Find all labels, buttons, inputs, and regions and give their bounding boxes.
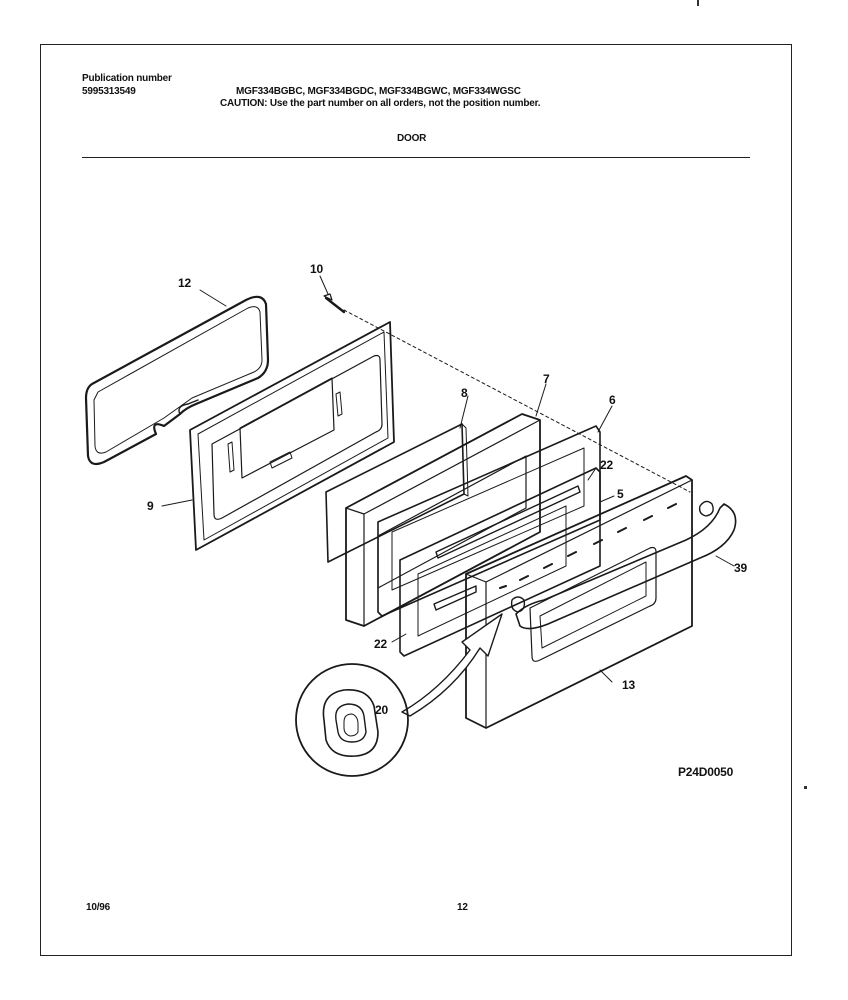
callout-9: 9: [147, 499, 154, 513]
callout-10: 10: [310, 262, 323, 276]
page-number: 12: [457, 902, 468, 913]
alignment-line: [343, 309, 691, 493]
part-12-door-gasket: [84, 295, 270, 466]
callout-leaders: [161, 275, 735, 683]
part-8-insulation: [325, 423, 469, 563]
callout-5: 5: [617, 487, 624, 501]
callout-39: 39: [734, 561, 747, 575]
part-10-screw: [323, 293, 346, 314]
caution-note: CAUTION: Use the part number on all orde…: [220, 98, 541, 109]
detail-arrow: [401, 613, 503, 717]
callout-8: 8: [461, 386, 468, 400]
part-13-outer-door: [465, 475, 693, 729]
page-frame: [40, 44, 792, 956]
part-22-trim-strips: [433, 485, 581, 611]
diagram-code: P24D0050: [678, 765, 734, 779]
scan-mark: [697, 0, 699, 6]
callout-13: 13: [622, 678, 635, 692]
footer-date: 10/96: [86, 902, 111, 913]
callout-6: 6: [609, 393, 616, 407]
publication-number: 5995313549: [82, 86, 136, 97]
callout-7: 7: [543, 372, 550, 386]
section-title: DOOR: [397, 133, 427, 144]
part-39-handle: [510, 500, 737, 630]
callout-20: 20: [375, 703, 388, 717]
callout-22-upper: 22: [600, 458, 613, 472]
header-divider: [82, 157, 750, 158]
callout-12: 12: [178, 276, 191, 290]
part-9-door-liner: [189, 321, 395, 551]
part-20-grommet-detail: [295, 663, 409, 777]
model-list: MGF334BGBC, MGF334BGDC, MGF334BGWC, MGF3…: [236, 86, 521, 97]
part-7-glass-frame: [345, 413, 541, 627]
scan-mark: [804, 786, 807, 789]
callout-22-lower: 22: [374, 637, 387, 651]
publication-label: Publication number: [82, 73, 172, 84]
